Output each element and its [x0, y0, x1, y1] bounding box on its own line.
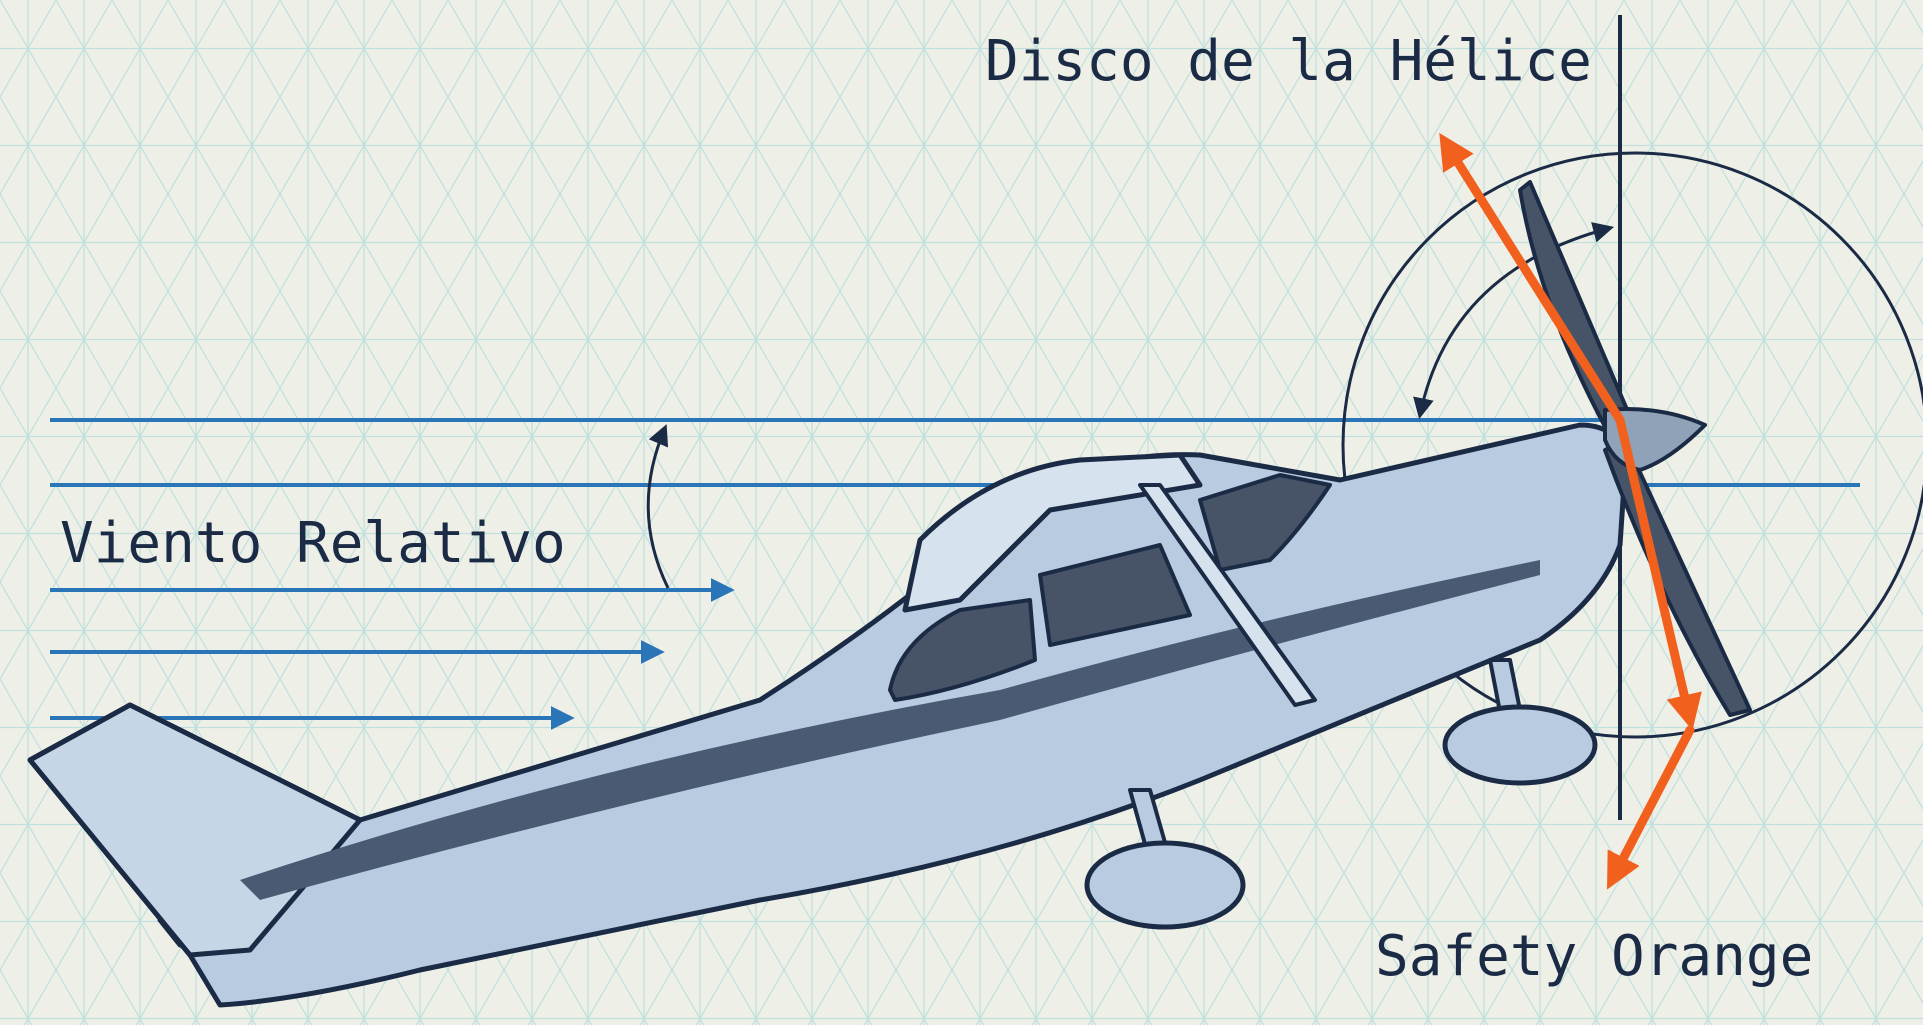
cabin-roof	[902, 452, 1203, 613]
main-wheel-fairing	[1084, 840, 1246, 930]
color-note-label: Safety Orange	[1375, 924, 1813, 989]
vector-upper-icon	[1439, 132, 1625, 425]
thrust-vectors	[1439, 132, 1702, 890]
propeller-disc-label: Disco de la Hélice	[985, 29, 1592, 94]
nose-wheel-fairing	[1442, 704, 1598, 786]
windshield	[1198, 473, 1332, 572]
fuselage-stripe	[240, 560, 1540, 900]
airplane	[27, 180, 1752, 1008]
door-window	[1038, 543, 1192, 647]
vector-lower-icon	[1615, 415, 1702, 731]
propeller-disc-circle	[1341, 151, 1923, 739]
rear-window	[888, 598, 1037, 702]
wing-strut	[1138, 483, 1317, 707]
vector-resultant-icon	[1607, 725, 1695, 890]
rotation-arc-icon	[1413, 222, 1615, 420]
relative-wind-label: Viento Relativo	[60, 511, 566, 576]
angle-arc-icon	[646, 424, 670, 589]
